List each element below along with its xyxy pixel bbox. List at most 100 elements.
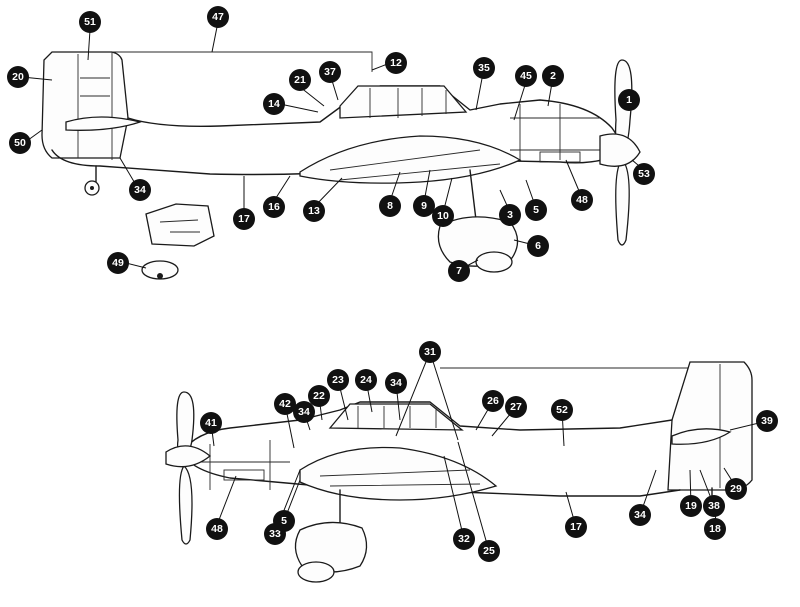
callout-number: 17 bbox=[570, 521, 582, 533]
upper-leader-lines bbox=[21, 21, 645, 270]
callout-circle bbox=[385, 372, 407, 394]
callout-45: 45 bbox=[515, 65, 537, 87]
callout-circle bbox=[542, 65, 564, 87]
callout-circle bbox=[704, 518, 726, 540]
callout-circle bbox=[233, 208, 255, 230]
callout-29: 29 bbox=[725, 478, 747, 500]
callout-number: 3 bbox=[507, 209, 513, 221]
callout-5: 5 bbox=[273, 510, 295, 532]
callout-circle bbox=[293, 401, 315, 423]
callout-circle bbox=[703, 495, 725, 517]
callout-number: 21 bbox=[294, 74, 306, 86]
callout-number: 37 bbox=[324, 66, 336, 78]
callout-circle bbox=[453, 528, 475, 550]
callout-circle bbox=[551, 399, 573, 421]
callout-circle bbox=[633, 163, 655, 185]
callout-52: 52 bbox=[551, 399, 573, 421]
callout-number: 5 bbox=[281, 515, 287, 527]
callout-circle bbox=[618, 89, 640, 111]
callout-24: 24 bbox=[355, 369, 377, 391]
lower-leader-lines bbox=[210, 351, 768, 552]
callout-9: 9 bbox=[413, 195, 435, 217]
callout-circle bbox=[273, 510, 295, 532]
callout-21: 21 bbox=[289, 69, 311, 91]
callout-number: 24 bbox=[360, 374, 372, 386]
callout-circle bbox=[756, 410, 778, 432]
callout-circle bbox=[680, 495, 702, 517]
callout-circle bbox=[200, 412, 222, 434]
callout-number: 9 bbox=[421, 200, 427, 212]
callout-circle bbox=[289, 69, 311, 91]
callout-number: 34 bbox=[134, 184, 146, 196]
callout-number: 32 bbox=[458, 533, 470, 545]
callout-number: 34 bbox=[298, 406, 310, 418]
callout-number: 38 bbox=[708, 500, 720, 512]
callout-number: 25 bbox=[483, 545, 495, 557]
callout-circle bbox=[129, 179, 151, 201]
callout-19: 19 bbox=[680, 495, 702, 517]
callout-49: 49 bbox=[107, 252, 129, 274]
callout-23: 23 bbox=[327, 369, 349, 391]
callout-number: 47 bbox=[212, 11, 224, 23]
callout-circle bbox=[7, 66, 29, 88]
callout-number: 52 bbox=[556, 404, 568, 416]
callout-number: 45 bbox=[520, 70, 532, 82]
callout-circle bbox=[274, 393, 296, 415]
callout-circle bbox=[505, 396, 527, 418]
callout-8: 8 bbox=[379, 195, 401, 217]
callout-1: 1 bbox=[618, 89, 640, 111]
callout-number: 33 bbox=[269, 528, 281, 540]
callout-16: 16 bbox=[263, 196, 285, 218]
callout-number: 50 bbox=[14, 137, 26, 149]
callout-circle bbox=[355, 369, 377, 391]
callout-37: 37 bbox=[319, 61, 341, 83]
callout-circle bbox=[527, 235, 549, 257]
callout-circle bbox=[478, 540, 500, 562]
callout-34: 34 bbox=[293, 401, 315, 423]
callout-27: 27 bbox=[505, 396, 527, 418]
callout-35: 35 bbox=[473, 57, 495, 79]
callout-circle bbox=[499, 204, 521, 226]
callout-47: 47 bbox=[207, 6, 229, 28]
callout-circle bbox=[482, 390, 504, 412]
callout-number: 34 bbox=[390, 377, 402, 389]
callout-circle bbox=[565, 516, 587, 538]
callout-number: 6 bbox=[535, 240, 541, 252]
callout-34: 34 bbox=[129, 179, 151, 201]
callout-number: 22 bbox=[313, 390, 325, 402]
callout-34: 34 bbox=[629, 504, 651, 526]
upper-aircraft-view bbox=[41, 51, 641, 280]
callout-38: 38 bbox=[703, 495, 725, 517]
callout-number: 20 bbox=[12, 71, 24, 83]
callout-circle bbox=[419, 341, 441, 363]
callout-number: 12 bbox=[390, 57, 402, 69]
callout-number: 13 bbox=[308, 205, 320, 217]
callout-number: 27 bbox=[510, 401, 522, 413]
callout-circle bbox=[263, 93, 285, 115]
callout-number: 51 bbox=[84, 16, 96, 28]
callout-number: 17 bbox=[238, 213, 250, 225]
callout-circle bbox=[308, 385, 330, 407]
callout-2: 2 bbox=[542, 65, 564, 87]
callout-number: 26 bbox=[487, 395, 499, 407]
callout-circle bbox=[473, 57, 495, 79]
callout-number: 48 bbox=[211, 523, 223, 535]
callout-circle bbox=[206, 518, 228, 540]
callout-7: 7 bbox=[448, 260, 470, 282]
callout-number: 29 bbox=[730, 483, 742, 495]
callout-13: 13 bbox=[303, 200, 325, 222]
callout-22: 22 bbox=[308, 385, 330, 407]
callout-number: 41 bbox=[205, 417, 217, 429]
callout-circle bbox=[448, 260, 470, 282]
callout-circle bbox=[327, 369, 349, 391]
callout-circle bbox=[379, 195, 401, 217]
callout-number: 1 bbox=[626, 94, 632, 106]
callout-circle bbox=[79, 11, 101, 33]
callout-17: 17 bbox=[565, 516, 587, 538]
callout-number: 42 bbox=[279, 398, 291, 410]
callout-circle bbox=[107, 252, 129, 274]
callout-number: 35 bbox=[478, 62, 490, 74]
callout-circle bbox=[571, 189, 593, 211]
callout-20: 20 bbox=[7, 66, 29, 88]
callout-12: 12 bbox=[385, 52, 407, 74]
